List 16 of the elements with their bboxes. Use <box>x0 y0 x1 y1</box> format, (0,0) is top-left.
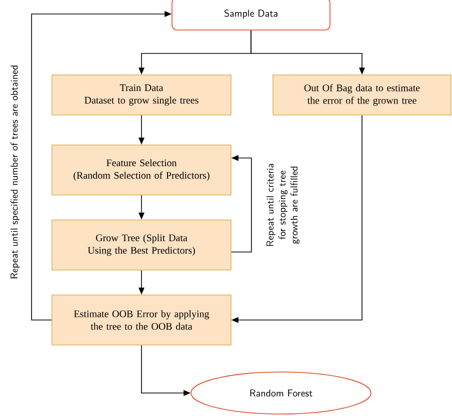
process-box: Grow Tree (Split Data Using the Best Predictors) <box>52 220 232 270</box>
arrow <box>250 30 365 75</box>
process-box: Estimate OOB Error by applying the tree to the OOB data <box>52 294 232 346</box>
arrow <box>141 345 191 396</box>
process-box: Out Of Bag data to estimate the error of the grown tree <box>272 74 452 116</box>
start-box: Sample Data <box>172 0 330 30</box>
arrow <box>231 115 362 323</box>
process-box: Feature Selection (Random Selection of Predictors) <box>52 144 232 196</box>
arrow <box>138 195 144 220</box>
process-box: Train Data Dataset to grow single trees <box>52 74 232 116</box>
arrow <box>138 270 144 295</box>
edge-label: Repeat until criteria for stopping tree growth are fulfilled <box>266 164 300 246</box>
arrow <box>31 11 172 320</box>
edge-label: Repeat until specified number of trees are obtained <box>10 66 20 278</box>
arrow <box>231 155 252 252</box>
arrow <box>138 115 144 145</box>
